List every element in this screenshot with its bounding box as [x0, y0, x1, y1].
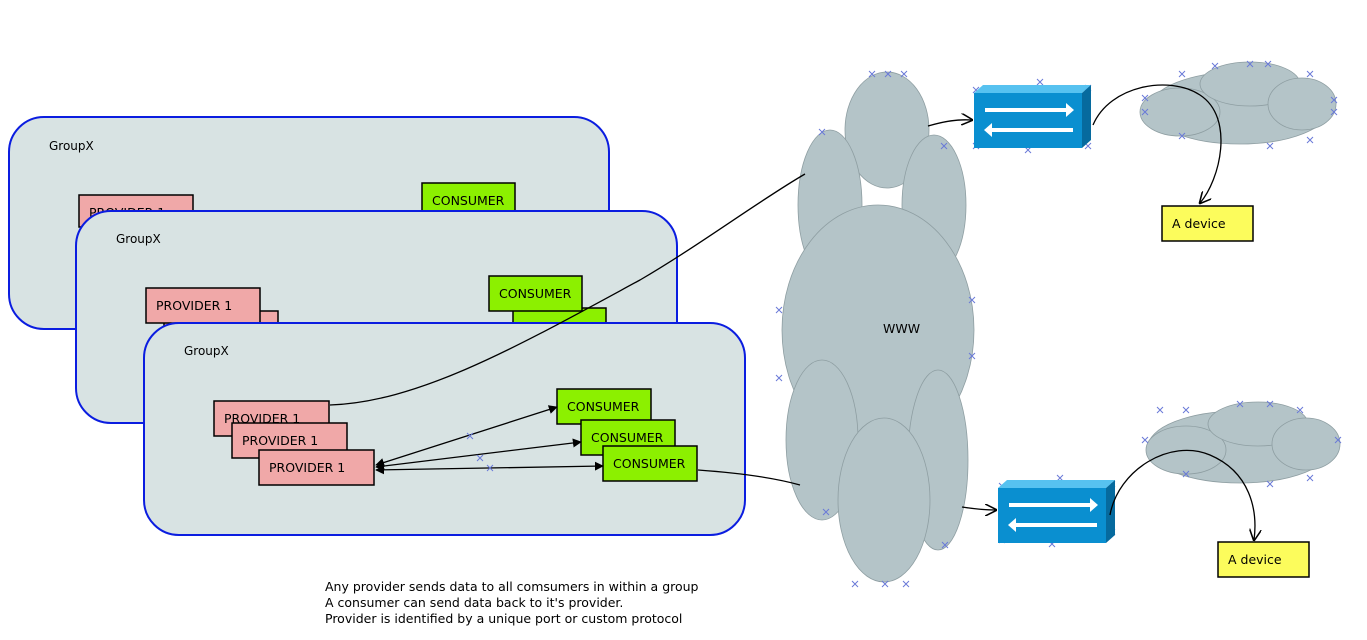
device-box: [1161, 205, 1254, 242]
connection-point-mark: [902, 580, 910, 588]
connection-point-mark: [775, 374, 783, 382]
cloud-icon: WWW: [781, 71, 975, 583]
connection-point-mark: [900, 70, 908, 78]
consumer-label: CONSUMER: [432, 193, 505, 208]
consumer-box: [602, 445, 698, 482]
device-label: A device: [1172, 216, 1226, 231]
connection-point-mark: [1156, 406, 1164, 414]
router-icon: [974, 85, 1091, 148]
internet-to-router-arrow: [961, 507, 996, 510]
connection-point-mark: [940, 142, 948, 150]
connection-point-mark: [1211, 62, 1219, 70]
consumer-label: CONSUMER: [567, 399, 640, 414]
group-label: GroupX: [184, 344, 229, 358]
connection-point-mark: [1236, 400, 1244, 408]
router-icon: [998, 480, 1115, 543]
device-box: [1217, 541, 1310, 578]
connection-point-mark: [968, 352, 976, 360]
connection-point-mark: [1178, 70, 1186, 78]
connection-point-mark: [1141, 436, 1149, 444]
connection-point-mark: [1330, 108, 1338, 116]
internet-to-router-arrow: [927, 120, 972, 127]
connection-point-mark: [1141, 94, 1149, 102]
note-line: A consumer can send data back to it's pr…: [325, 595, 623, 610]
provider-label: PROVIDER 1: [156, 298, 232, 313]
connection-point-mark: [1178, 132, 1186, 140]
connection-point-mark: [968, 296, 976, 304]
connection-point-mark: [818, 128, 826, 136]
consumer-label: CONSUMER: [613, 456, 686, 471]
connection-point-mark: [1036, 78, 1044, 86]
note-line: Provider is identified by a unique port …: [325, 611, 682, 626]
connection-point-mark: [1306, 136, 1314, 144]
consumer-box: [556, 388, 652, 425]
connection-point-mark: [1266, 400, 1274, 408]
connection-point-mark: [1141, 108, 1149, 116]
group-label: GroupX: [49, 139, 94, 153]
provider-box: [258, 449, 375, 486]
consumer-to-internet-link: [697, 469, 801, 486]
provider-box: [145, 287, 261, 324]
connection-point-mark: [1182, 406, 1190, 414]
provider-label: PROVIDER 1: [242, 433, 318, 448]
group-front: GroupX PROVIDER 1 PROVIDER 1 PROVIDER 1 …: [143, 322, 746, 536]
cloud-icon: [1139, 61, 1337, 145]
connection-point-mark: [1306, 474, 1314, 482]
connection-point-mark: [851, 580, 859, 588]
connection-point-mark: [1334, 436, 1342, 444]
connection-point-mark: [822, 508, 830, 516]
consumer-box: [488, 275, 583, 312]
group-label: GroupX: [116, 232, 161, 246]
connection-point-mark: [1306, 70, 1314, 78]
connection-point-mark: [1266, 480, 1274, 488]
consumer-label: CONSUMER: [591, 430, 664, 445]
connection-point-mark: [1182, 470, 1190, 478]
connection-point-mark: [486, 464, 494, 472]
connection-point-mark: [881, 580, 889, 588]
device-label: A device: [1228, 552, 1282, 567]
router-to-device-arrow: [1109, 449, 1255, 540]
consumer-label: CONSUMER: [499, 286, 572, 301]
provider-label: PROVIDER 1: [269, 460, 345, 475]
device-node: A device: [1217, 541, 1310, 578]
device-node: A device: [1161, 205, 1254, 242]
connection-point-mark: [1330, 96, 1338, 104]
internet-label: WWW: [883, 321, 920, 336]
connection-point-mark: [466, 432, 474, 440]
connection-point-mark: [1296, 406, 1304, 414]
notes-block: Any provider sends data to all comsumers…: [325, 579, 699, 626]
connection-point-mark: [1266, 142, 1274, 150]
note-line: Any provider sends data to all comsumers…: [325, 579, 699, 594]
cloud-icon: [1145, 401, 1341, 484]
connection-point-mark: [868, 70, 876, 78]
connection-point-mark: [884, 70, 892, 78]
connection-point-mark: [1264, 60, 1272, 68]
connection-point-mark: [1246, 60, 1254, 68]
provider-to-internet-link: [329, 173, 806, 406]
connection-point-mark: [476, 454, 484, 462]
router-to-device-arrow: [1092, 84, 1222, 203]
connection-point-mark: [941, 541, 949, 549]
connection-point-mark: [775, 306, 783, 314]
